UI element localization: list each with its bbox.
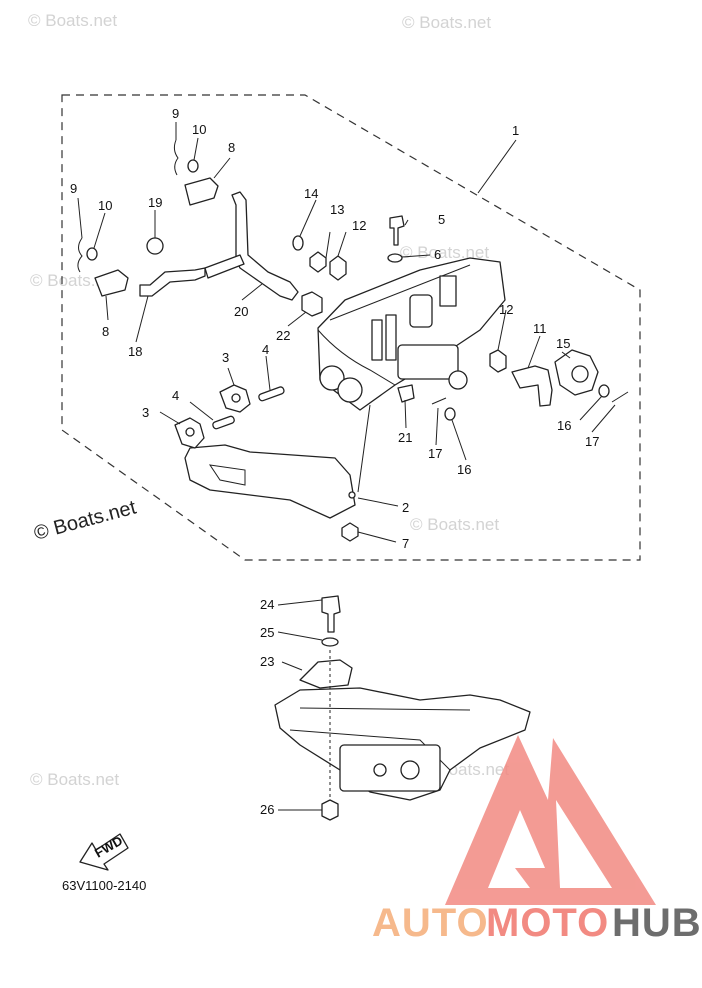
plate-23 xyxy=(299,659,353,689)
watermark: © Boats.net xyxy=(402,13,491,32)
callout: 19 xyxy=(148,195,162,210)
washer-25 xyxy=(321,637,339,647)
callout: 16 xyxy=(457,462,471,477)
callout: 9 xyxy=(172,106,179,121)
callout: 8 xyxy=(228,140,235,155)
callout: 7 xyxy=(402,536,409,551)
callout: 5 xyxy=(438,212,445,227)
bolt-24 xyxy=(321,595,341,633)
callout: 24 xyxy=(260,597,274,612)
pin-4a xyxy=(212,415,235,430)
lever-11 xyxy=(511,365,553,407)
callout: 10 xyxy=(98,198,112,213)
bolt-5 xyxy=(389,215,405,246)
callout: 4 xyxy=(262,342,269,357)
automotohub-logo: AUTO MOTO HUB xyxy=(372,735,702,945)
callout: 12 xyxy=(499,302,513,317)
callout: 1 xyxy=(512,123,519,138)
logo-text-hub: HUB xyxy=(612,901,702,945)
washer-16b xyxy=(444,407,456,421)
callout: 14 xyxy=(304,186,318,201)
diagram-code: 63V1100-2140 xyxy=(62,878,146,893)
nut-19 xyxy=(146,237,164,255)
engine-housing xyxy=(317,257,506,411)
callout: 15 xyxy=(556,336,570,351)
watermark-group: © Boats.net © Boats.net © Boats.net © Bo… xyxy=(28,11,509,789)
callout-labels: 1 2 3 3 4 4 5 6 7 8 8 9 9 10 10 11 12 12… xyxy=(70,106,599,817)
washer-16a xyxy=(598,384,610,398)
callout: 26 xyxy=(260,802,274,817)
callout: 17 xyxy=(585,434,599,449)
washer-6 xyxy=(387,253,403,263)
callout: 17 xyxy=(428,446,442,461)
bushing-22 xyxy=(301,291,323,317)
watermark: © Boats.net xyxy=(30,271,119,290)
washer-10a xyxy=(187,159,199,173)
joint-8a xyxy=(184,177,219,206)
callout: 18 xyxy=(128,344,142,359)
pin-17b xyxy=(431,397,447,405)
callout: 20 xyxy=(234,304,248,319)
watermark: © Boats.net xyxy=(28,11,117,30)
washer-10b xyxy=(86,247,98,261)
bracket-plate xyxy=(184,444,356,519)
callout: 25 xyxy=(260,625,274,640)
shift-link-20 xyxy=(231,191,299,301)
washer-14 xyxy=(292,235,304,251)
nut-13 xyxy=(309,251,327,273)
callout: 3 xyxy=(222,350,229,365)
copyright-notice: © Boats.net xyxy=(32,496,139,544)
callout: 23 xyxy=(260,654,274,669)
bushing-12b xyxy=(489,349,507,373)
assembly-boundary xyxy=(61,94,641,561)
callout: 11 xyxy=(533,321,547,336)
pin-4b xyxy=(258,386,285,402)
shift-rod-18 xyxy=(139,267,206,297)
joint-8b xyxy=(94,269,129,297)
callout: 10 xyxy=(192,122,206,137)
callout: 16 xyxy=(557,418,571,433)
callout: 9 xyxy=(70,181,77,196)
nut-7 xyxy=(341,522,359,542)
pin-17a xyxy=(611,391,629,403)
bolt-21 xyxy=(397,384,415,403)
watermark: © Boats.net xyxy=(410,515,499,534)
leader-lines xyxy=(77,122,616,811)
callout: 12 xyxy=(352,218,366,233)
callout: 2 xyxy=(402,500,409,515)
callout: 4 xyxy=(172,388,179,403)
clip-9b xyxy=(77,237,83,273)
logo-text-moto: MOTO xyxy=(486,901,609,945)
logo-text-auto: AUTO xyxy=(372,901,489,945)
bushing-12a xyxy=(329,255,347,281)
callout: 3 xyxy=(142,405,149,420)
mount-bracket xyxy=(274,687,531,801)
nut-26 xyxy=(321,799,339,821)
callout: 22 xyxy=(276,328,290,343)
callout: 8 xyxy=(102,324,109,339)
watermark: © Boats.net xyxy=(400,243,489,262)
fwd-arrow-icon: FWD xyxy=(79,833,129,871)
logo-mark-icon xyxy=(445,735,656,905)
callout: 21 xyxy=(398,430,412,445)
watermark: © Boats.net xyxy=(30,770,119,789)
callout: 6 xyxy=(434,247,441,262)
clip-9a xyxy=(173,139,179,176)
callout: 13 xyxy=(330,202,344,217)
